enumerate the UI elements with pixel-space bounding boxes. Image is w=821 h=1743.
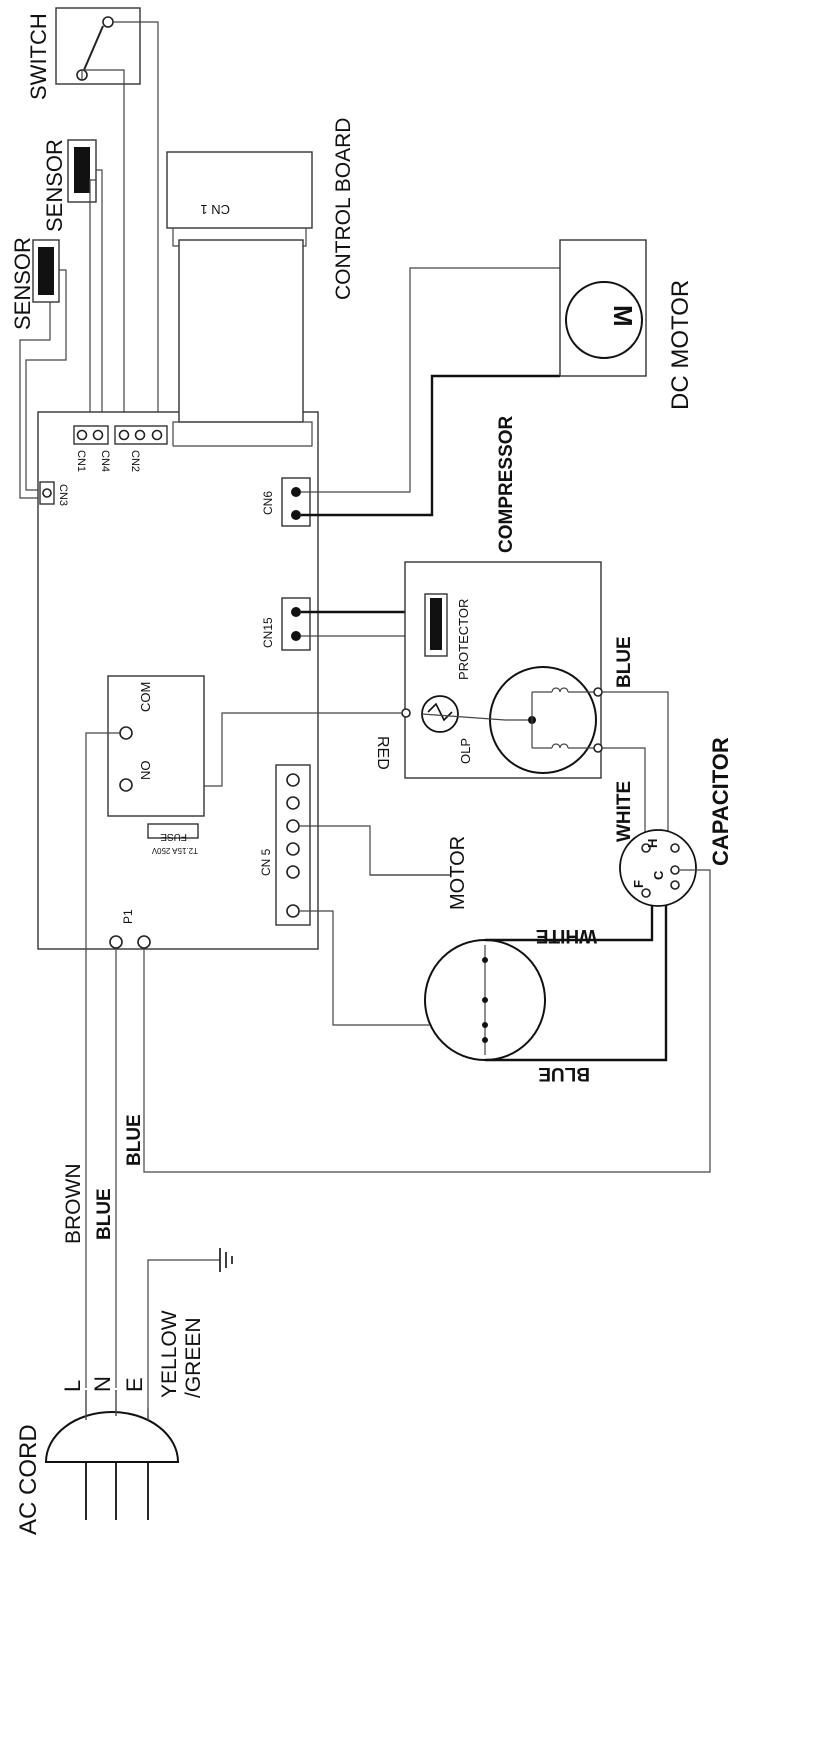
switch-wires [81,21,159,432]
cn6-label: CN6 [261,491,275,515]
capacitor-f: F [631,880,646,888]
red-label: RED [374,736,391,770]
cn15-label: CN15 [261,617,275,648]
white-fan-label: WHITE [536,925,597,946]
blue-n-label: BLUE [94,1188,115,1240]
dc-motor-label: DC MOTOR [667,280,694,410]
blue-line-wire [143,869,711,1173]
pin-e-label: E [122,1377,147,1392]
p1-terminals [109,935,151,949]
sensor-1-label: SENSOR [10,237,35,330]
protector-label: PROTECTOR [456,599,471,680]
fuse [147,823,199,839]
ac-plug [44,1390,180,1520]
sensor-2-label: SENSOR [42,139,67,232]
olp-label: OLP [458,738,473,764]
dc-motor-symbol: M [608,305,638,327]
white-fan-wire [485,895,654,942]
blue-fan-label: BLUE [538,1063,590,1084]
switch [55,7,141,85]
capacitor-h: H [645,839,660,848]
pin-l-label: L [60,1380,85,1392]
sensor-1 [19,239,67,499]
yellow-label: YELLOW [158,1310,181,1398]
cn15-connector [281,597,430,651]
cn3-label: CN3 [57,484,69,506]
brown-label: BROWN [62,1164,85,1245]
fuse-label: FUSE [160,831,187,842]
cn5-label: CN 5 [259,848,273,876]
control-board-label: CONTROL BOARD [332,118,355,300]
compressor-label: COMPRESSOR [496,415,517,553]
cn6-connector [281,267,560,527]
cn1-terminal-label: CN1 [75,450,87,472]
fan-motor-label: MOTOR [447,836,469,910]
brown-wire [85,732,120,1388]
cn1-label: CN 1 [200,202,230,217]
terminals-top [39,425,168,505]
cn4-label: CN4 [99,450,111,472]
compressor-box [401,561,603,779]
earth-symbol [219,1248,233,1272]
cn5-connector [275,764,450,926]
capacitor-label: CAPACITOR [708,737,733,866]
earth-wire [147,1259,220,1408]
green-label: /GREEN [182,1317,205,1398]
ac-cord-label: AC CORD [15,1424,42,1535]
fuse-rating: T2.15A 250V [151,846,198,855]
blue-compressor-label: BLUE [614,636,635,688]
sensor-2 [67,139,103,432]
fan-motor [332,874,546,1061]
relay [107,675,205,817]
blue-line-label: BLUE [124,1114,145,1166]
dc-motor [559,239,647,377]
relay-com-label: COM [138,682,153,712]
blue-fan-wire [485,898,668,1062]
switch-label: SWITCH [26,13,51,100]
capacitor [619,829,697,907]
pin-n-label: N [90,1376,115,1392]
relay-no-label: NO [138,761,153,781]
capacitor-c: C [651,870,666,880]
white-compressor-label: WHITE [614,781,635,842]
p1-label: P1 [121,909,135,924]
cn2-label: CN2 [129,450,141,472]
